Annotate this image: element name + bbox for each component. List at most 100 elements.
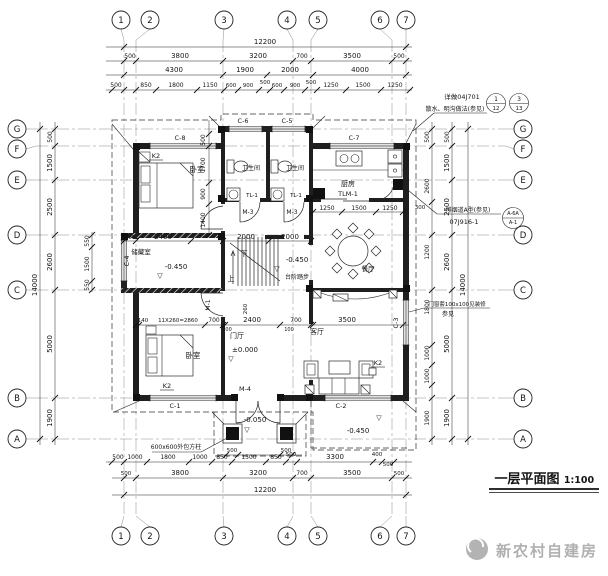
dim: 260 [243, 303, 249, 314]
dim: 850 [216, 454, 228, 461]
dimension-tick [280, 86, 288, 94]
title-block [489, 488, 599, 493]
dim: 3200 [249, 52, 267, 60]
grid-bubble-label: 5 [315, 532, 320, 542]
dimension-tick [108, 86, 116, 94]
dimension-tick [377, 86, 385, 94]
dimension-tick [51, 125, 59, 133]
grid-bubble-row [7, 388, 27, 408]
level: ±0.000 [232, 346, 258, 354]
dim: 500 [110, 82, 122, 89]
door-label: M-3 [286, 209, 297, 216]
toilet [270, 159, 293, 174]
dim: 500 [124, 53, 136, 60]
dim: 2500 [443, 198, 451, 216]
grid-bubble-label: 6 [377, 16, 382, 26]
dim: 2000 [237, 233, 255, 241]
window-label: C-1 [169, 402, 180, 410]
level: -0.450 [347, 427, 370, 435]
grid-bubble-label: B [14, 394, 20, 404]
dimension-tick [390, 458, 398, 466]
grid-bubble-label: 5 [315, 16, 320, 26]
note: 07J916-1 [449, 218, 478, 226]
tv-wall [312, 289, 398, 302]
dimension-tick [448, 142, 456, 150]
grid-bubble-label: E [14, 176, 19, 186]
dimension-tick [464, 435, 472, 443]
dim: 3500 [343, 52, 361, 60]
grid-bubble-label: C [14, 286, 20, 296]
dimension-tick [219, 71, 227, 79]
grid-bubble-label: 1 [118, 532, 123, 542]
dim: 14000 [31, 274, 39, 296]
dim: 14000 [459, 274, 467, 296]
grid-bubble-label: 7 [403, 532, 408, 542]
dim: 500 [125, 235, 136, 241]
note: 11X260=2860 [158, 318, 198, 324]
note: 600x600外包方柱 [151, 443, 201, 451]
door-label: M-3 [242, 209, 253, 216]
dimension-tick [120, 491, 128, 499]
dimension-tick [219, 57, 227, 65]
window-label: C-2 [335, 402, 346, 410]
equipment-label: K2 [374, 359, 382, 367]
note: 门窗套100x100见装修 [428, 300, 486, 308]
door-label: M-1 [205, 299, 212, 310]
dimension-tick [388, 474, 396, 482]
grid-bubble-col [370, 526, 390, 546]
grid-bubble-row [513, 170, 533, 190]
kitchen-counter [313, 149, 403, 178]
dim: 1200 [424, 244, 431, 259]
stair-down: 下 [241, 250, 248, 258]
dim: 500 [383, 462, 394, 468]
dimension-tick [135, 321, 143, 329]
grid-bubble-col [370, 10, 390, 30]
dim: 600 [272, 83, 283, 89]
dimension-tick [289, 474, 297, 482]
dimension-tick [428, 435, 436, 443]
window [329, 142, 395, 150]
detail-ref: A-6A [507, 211, 519, 217]
dim: 100 [222, 327, 232, 333]
dimension-tick [428, 231, 436, 239]
level-mark: ▽ [274, 265, 280, 273]
dimension-tick [402, 43, 410, 51]
washbasin [270, 187, 285, 202]
dimension-tick [428, 394, 436, 402]
dimension-tick [406, 86, 414, 94]
dimension-tick [222, 451, 230, 459]
dim: 12200 [254, 38, 276, 46]
grid-bubble-label: 2 [147, 532, 152, 542]
hatched-wall [121, 233, 225, 238]
detail-ref: 13 [516, 106, 523, 112]
wall-openings [220, 197, 369, 402]
dimension-tick [428, 341, 436, 349]
bed [145, 325, 194, 377]
dimension-tick [219, 321, 227, 329]
dimension-tick [108, 458, 116, 466]
dim: 700 [296, 53, 308, 60]
grid-bubble-col [140, 526, 160, 546]
room: 餐厅 [362, 264, 376, 273]
dim: 500 [47, 131, 54, 143]
dimension-tick [428, 142, 436, 150]
dimension-tick [378, 458, 386, 466]
dim: 500 [260, 80, 271, 86]
grid-bubble-label: 2 [147, 16, 152, 26]
dim: 3200 [249, 469, 267, 477]
detail-ref: A-1 [509, 220, 517, 226]
watermark-logo [466, 537, 488, 560]
stairs [229, 237, 281, 286]
dimension-tick [428, 125, 436, 133]
dim: 500 [393, 53, 405, 60]
dimension-tick [51, 142, 59, 150]
sofa-set [303, 360, 377, 395]
dimension-tick [307, 237, 315, 245]
dim: 1800 [424, 299, 431, 314]
dim: 500 [286, 452, 297, 458]
dim: 140 [138, 318, 149, 324]
grid-bubble-label: 4 [284, 16, 289, 26]
grid-bubble-row [7, 429, 27, 449]
dim: 500 [394, 471, 405, 477]
grid-bubble-label: F [521, 145, 526, 155]
